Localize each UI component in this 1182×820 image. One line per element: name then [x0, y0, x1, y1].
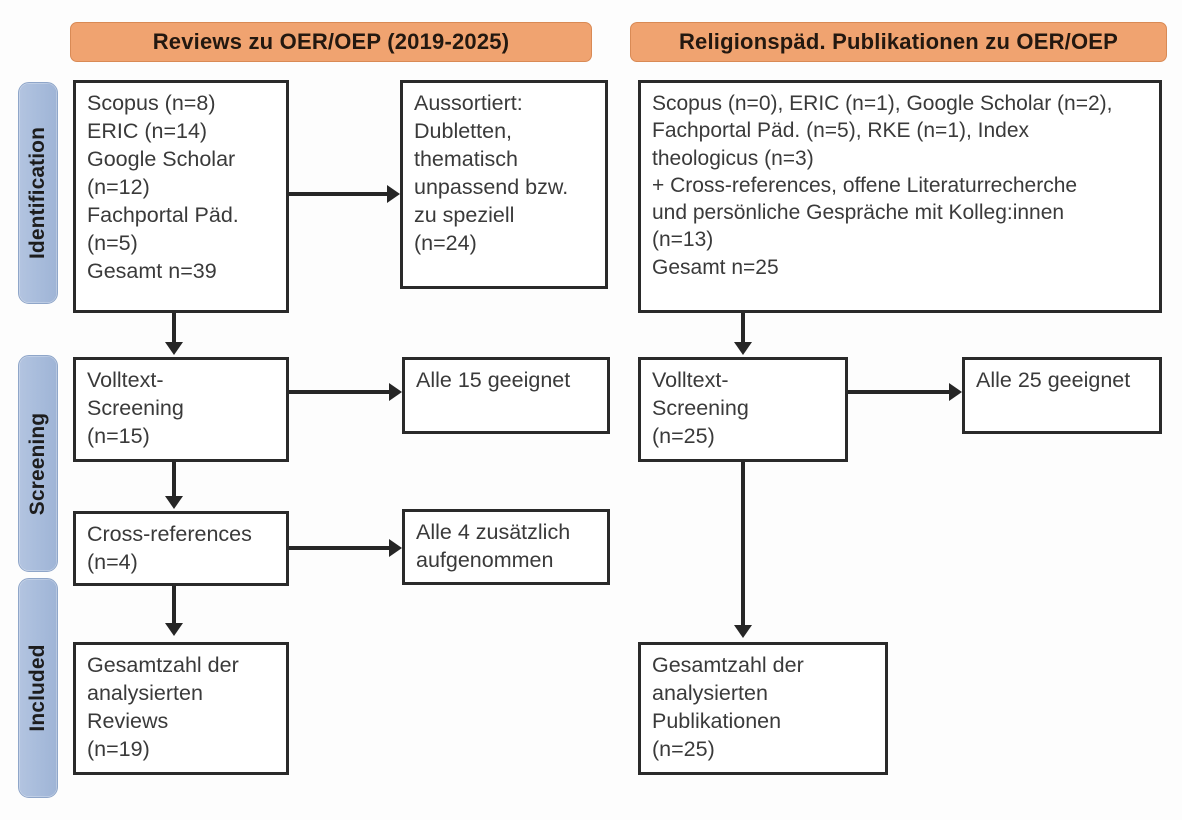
- box-left-screening-result: Alle 15 geeignet: [402, 357, 610, 434]
- connector-right-sources-to-screening: [741, 313, 745, 344]
- connector-left-screening-to-crossrefs: [172, 462, 176, 498]
- arrowhead-left-screening-to-crossrefs: [165, 496, 183, 509]
- box-right-identification-sources: Scopus (n=0), ERIC (n=1), Google Scholar…: [638, 80, 1162, 313]
- connector-left-crossrefs-to-included: [172, 586, 176, 625]
- box-left-excluded: Aussortiert: Dubletten, thematisch unpas…: [400, 80, 608, 289]
- connector-left-screening-to-result: [289, 390, 390, 394]
- box-right-included: Gesamtzahl der analysierten Publikatione…: [638, 642, 888, 775]
- box-left-screening-result-text: Alle 15 geeignet: [416, 368, 571, 392]
- box-right-screening-text: Volltext- Screening (n=25): [652, 368, 749, 448]
- box-right-screening: Volltext- Screening (n=25): [638, 357, 848, 462]
- connector-left-sources-to-screening: [172, 313, 176, 344]
- box-right-screening-result: Alle 25 geeignet: [962, 357, 1162, 434]
- stage-badge-identification: Identification: [18, 82, 58, 304]
- box-right-included-text: Gesamtzahl der analysierten Publikatione…: [652, 653, 804, 761]
- box-left-excluded-text: Aussortiert: Dubletten, thematisch unpas…: [414, 91, 569, 255]
- header-pill-left-label: Reviews zu OER/OEP (2019-2025): [152, 29, 510, 54]
- connector-right-screening-to-included: [741, 462, 745, 627]
- box-left-cross-references-result: Alle 4 zusätzlich aufgenommen: [402, 509, 610, 585]
- arrowhead-left-sources-to-screening: [165, 342, 183, 355]
- box-left-included: Gesamtzahl der analysierten Reviews (n=1…: [73, 642, 289, 775]
- box-left-identification-sources: Scopus (n=8) ERIC (n=14) Google Scholar …: [73, 80, 289, 313]
- connector-left-sources-to-excluded: [289, 192, 388, 196]
- arrowhead-right-sources-to-screening: [734, 342, 752, 355]
- header-pill-left: Reviews zu OER/OEP (2019-2025): [70, 22, 592, 62]
- stage-badge-screening: Screening: [18, 355, 58, 572]
- box-right-identification-sources-text: Scopus (n=0), ERIC (n=1), Google Scholar…: [652, 92, 1113, 279]
- arrowhead-right-screening-to-included: [734, 625, 752, 638]
- arrowhead-left-screening-to-result: [389, 383, 402, 401]
- arrowhead-left-crossrefs-to-included: [165, 623, 183, 636]
- header-pill-right: Religionspäd. Publikationen zu OER/OEP: [630, 22, 1167, 62]
- stage-badge-screening-label: Screening: [26, 412, 49, 515]
- stage-badge-included: Included: [18, 578, 58, 798]
- box-right-screening-result-text: Alle 25 geeignet: [976, 368, 1131, 392]
- stage-badge-identification-label: Identification: [26, 126, 49, 260]
- box-left-cross-references-result-text: Alle 4 zusätzlich aufgenommen: [416, 520, 571, 572]
- arrowhead-left-sources-to-excluded: [387, 185, 400, 203]
- box-left-included-text: Gesamtzahl der analysierten Reviews (n=1…: [87, 653, 239, 761]
- arrowhead-right-screening-to-result: [949, 383, 962, 401]
- box-left-screening-text: Volltext- Screening (n=15): [87, 368, 184, 448]
- arrowhead-left-crossrefs-to-result: [389, 539, 402, 557]
- box-left-screening: Volltext- Screening (n=15): [73, 357, 289, 462]
- box-left-cross-references: Cross-references (n=4): [73, 511, 289, 586]
- connector-left-crossrefs-to-result: [289, 546, 390, 550]
- stage-badge-included-label: Included: [26, 644, 49, 732]
- connector-right-screening-to-result: [848, 390, 951, 394]
- box-left-cross-references-text: Cross-references (n=4): [87, 522, 252, 574]
- box-left-identification-sources-text: Scopus (n=8) ERIC (n=14) Google Scholar …: [87, 91, 239, 283]
- header-pill-right-label: Religionspäd. Publikationen zu OER/OEP: [678, 29, 1119, 54]
